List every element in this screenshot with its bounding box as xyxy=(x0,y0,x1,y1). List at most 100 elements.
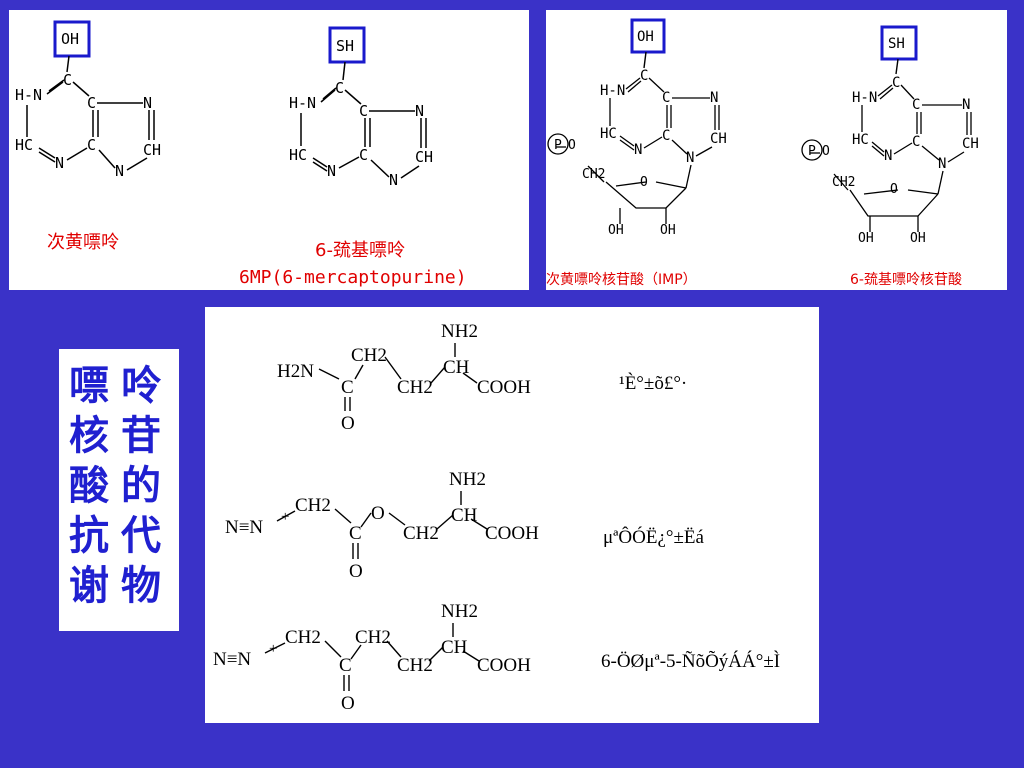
hypoxanthine-label: 次黄嘌呤 xyxy=(47,232,119,253)
svg-text:NH2: NH2 xyxy=(449,469,486,490)
svg-text:COOH: COOH xyxy=(477,655,531,676)
h-n-atom: H-N xyxy=(289,94,316,112)
c4-atom: C xyxy=(87,136,96,154)
svg-text:OH: OH xyxy=(910,231,926,246)
svg-text:CH: CH xyxy=(441,637,468,658)
svg-text:NH2: NH2 xyxy=(441,601,478,622)
svg-text:C: C xyxy=(912,134,920,150)
c6-atom: C xyxy=(335,79,344,97)
svg-text:H-N: H-N xyxy=(600,83,625,99)
svg-text:CH2: CH2 xyxy=(397,655,433,676)
svg-text:C: C xyxy=(892,75,900,91)
sh-highlight-box xyxy=(880,25,918,61)
svg-text:CH2: CH2 xyxy=(397,377,433,398)
oh-group: OH xyxy=(637,29,654,45)
svg-text:H2N: H2N xyxy=(277,361,314,382)
svg-text:H-N: H-N xyxy=(852,90,877,106)
svg-text:O: O xyxy=(890,182,898,197)
svg-text:CH: CH xyxy=(710,131,727,147)
n3-atom: N xyxy=(327,162,336,180)
svg-text:C: C xyxy=(640,68,648,84)
svg-text:CH2: CH2 xyxy=(403,523,439,544)
svg-text:C: C xyxy=(339,655,352,676)
side-title-box: 嘌核酸抗谢 呤苷的代物 xyxy=(59,349,179,631)
glutamine-structure: NH2 H2N CH2 CH C CH2 COOH O ¹È°±õ£°· xyxy=(277,321,687,434)
mercaptopurine-structure: SH H-N C C N HC N C CH N xyxy=(289,26,433,189)
svg-text:N: N xyxy=(710,90,718,106)
svg-text:O: O xyxy=(349,561,363,582)
don-name: 6-ÖØμª-5-ÑõÕýÁÁ°±Ì xyxy=(601,650,780,672)
svg-text:CH2: CH2 xyxy=(582,167,605,182)
svg-text:OH: OH xyxy=(608,223,624,238)
svg-text:NH2: NH2 xyxy=(441,321,478,342)
thio-imp-structure: SH H-N C C N HC N C CH N xyxy=(801,25,979,246)
c4-atom: C xyxy=(359,146,368,164)
amino-acid-analogs-diagram: NH2 H2N CH2 CH C CH2 COOH O ¹È°±õ£°· NH2… xyxy=(213,321,780,714)
svg-text:O: O xyxy=(822,144,830,159)
svg-text:OH: OH xyxy=(660,223,676,238)
svg-text:N: N xyxy=(884,148,892,164)
sh-highlight-box xyxy=(328,26,366,64)
ch-atom: CH xyxy=(415,148,433,166)
n7-atom: N xyxy=(143,94,152,112)
svg-text:C: C xyxy=(662,90,670,106)
c5-atom: C xyxy=(87,94,96,112)
svg-text:COOH: COOH xyxy=(485,523,539,544)
svg-text:CH: CH xyxy=(451,505,478,526)
phosphate-circle xyxy=(547,133,569,155)
svg-text:N: N xyxy=(634,142,642,158)
svg-text:N: N xyxy=(686,150,694,166)
oh-group: OH xyxy=(61,30,79,48)
svg-text:O: O xyxy=(568,138,576,153)
n3-atom: N xyxy=(55,154,64,172)
n9-atom: N xyxy=(115,162,124,180)
n7-atom: N xyxy=(415,102,424,120)
azaserine-name: μªÔÓË¿°±Ëá xyxy=(603,526,705,548)
svg-text:CH2: CH2 xyxy=(351,345,387,366)
svg-text:P: P xyxy=(808,144,816,159)
svg-text:C: C xyxy=(341,377,354,398)
imp-structure: OH H-N C C N HC N C CH N xyxy=(547,18,727,238)
svg-text:P: P xyxy=(554,138,562,153)
svg-text:OH: OH xyxy=(858,231,874,246)
don-structure: NH2 N≡N + CH2 CH2 C CH2 CH COOH O 6-ÖØμª… xyxy=(213,601,780,714)
svg-text:CH: CH xyxy=(443,357,470,378)
h-n-atom: H-N xyxy=(15,86,42,104)
svg-text:N≡N: N≡N xyxy=(213,649,251,670)
svg-text:HC: HC xyxy=(600,126,617,142)
svg-text:C: C xyxy=(662,128,670,144)
purine-bases-diagram: OH H-N C C N HC N C CH N 次 xyxy=(15,20,467,288)
c5-atom: C xyxy=(359,102,368,120)
nucleotides-diagram: OH H-N C C N HC N C CH N xyxy=(546,18,979,288)
hc-atom: HC xyxy=(289,146,307,164)
oh-highlight-box xyxy=(630,18,666,54)
svg-text:COOH: COOH xyxy=(477,377,531,398)
svg-text:O: O xyxy=(371,503,385,524)
svg-text:N: N xyxy=(962,97,970,113)
svg-text:CH2: CH2 xyxy=(355,627,391,648)
c6-atom: C xyxy=(63,71,72,89)
svg-text:CH2: CH2 xyxy=(295,495,331,516)
imp-label: 次黄嘌呤核苷酸（IMP） xyxy=(546,271,697,288)
panel-amino-acid-analogs: NH2 H2N CH2 CH C CH2 COOH O ¹È°±õ£°· NH2… xyxy=(205,307,819,723)
svg-text:HC: HC xyxy=(852,132,869,148)
side-title-col-1: 嘌核酸抗谢 xyxy=(69,363,109,609)
sh-group: SH xyxy=(336,37,354,55)
azaserine-structure: NH2 N≡N + CH2 O C CH2 CH COOH O μªÔÓË¿°±… xyxy=(225,469,705,582)
glutamine-name: ¹È°±õ£°· xyxy=(619,372,687,394)
panel-nucleotides: OH H-N C C N HC N C CH N xyxy=(546,10,1007,290)
svg-text:O: O xyxy=(341,413,355,434)
svg-text:CH2: CH2 xyxy=(832,175,855,190)
svg-text:N≡N: N≡N xyxy=(225,517,263,538)
svg-text:CH2: CH2 xyxy=(285,627,321,648)
svg-text:O: O xyxy=(640,175,648,190)
ch-atom: CH xyxy=(143,141,161,159)
hypoxanthine-structure: OH H-N C C N HC N C CH N xyxy=(15,20,161,180)
sh-group: SH xyxy=(888,36,905,52)
svg-text:C: C xyxy=(349,523,362,544)
svg-text:N: N xyxy=(938,156,946,172)
n9-atom: N xyxy=(389,171,398,189)
svg-text:O: O xyxy=(341,693,355,714)
hc-atom: HC xyxy=(15,136,33,154)
mercaptopurine-label-cn: 6-巯基嘌呤 xyxy=(315,240,405,261)
